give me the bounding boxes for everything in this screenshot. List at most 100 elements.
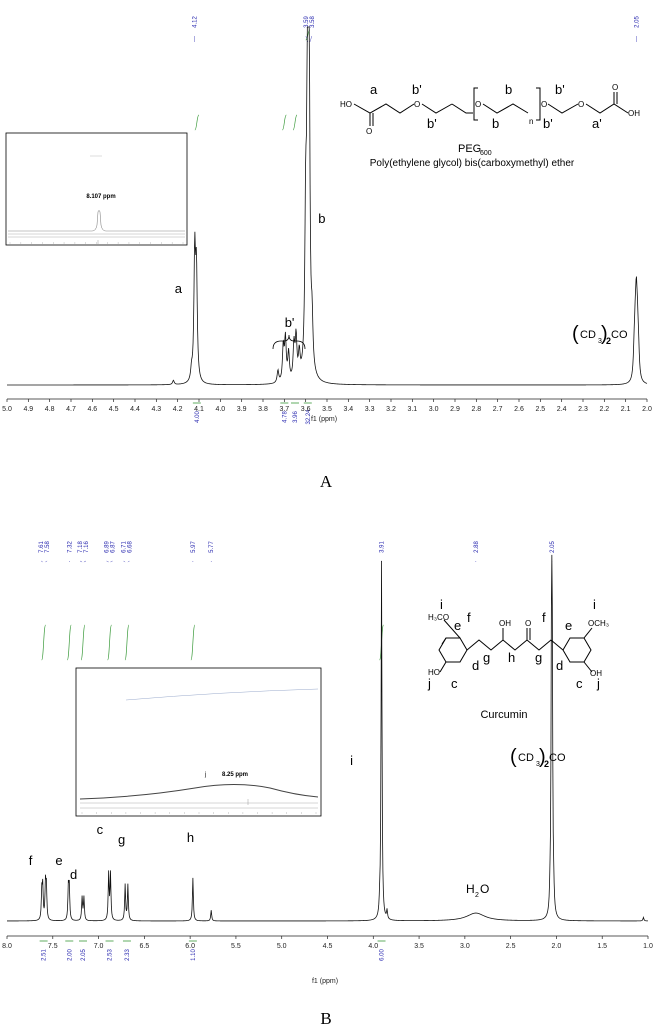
assignment-label: f: [29, 853, 33, 868]
integral-curve: [190, 624, 196, 661]
svg-text:b': b': [555, 82, 565, 97]
peak-label: 2.05: [550, 541, 556, 553]
peak-label: 2.05: [634, 16, 640, 28]
water-label: H 2 O: [466, 882, 489, 899]
x-tick-label: 4.0: [215, 406, 225, 413]
svg-text:O: O: [480, 882, 489, 896]
x-tick-label: 4.2: [173, 406, 183, 413]
integral-curve: [292, 114, 298, 131]
svg-text:2: 2: [606, 336, 611, 346]
svg-text:8.25 ppm: 8.25 ppm: [222, 772, 248, 778]
x-tick-label: 5.0: [2, 406, 12, 413]
x-tick-label: 2.6: [514, 406, 524, 413]
inset-box: j 8.25 ppm: [75, 667, 322, 817]
svg-text:j: j: [427, 676, 431, 691]
x-tick-label: 4.7: [66, 406, 76, 413]
x-tick-label: 2.7: [493, 406, 503, 413]
svg-text:H: H: [466, 882, 475, 896]
peg600-structure: [353, 87, 629, 126]
peak-label: 4.12: [193, 16, 199, 28]
assignment-label: h: [187, 830, 194, 845]
svg-text:O: O: [612, 83, 618, 92]
svg-text:OH: OH: [628, 109, 640, 118]
peak-label: 5.97: [191, 541, 197, 553]
svg-text:Curcumin: Curcumin: [480, 709, 527, 721]
integral-value: 4.78: [282, 411, 288, 423]
integral-value: 2.33: [125, 949, 131, 961]
svg-text:2: 2: [475, 892, 479, 899]
svg-text:O: O: [578, 100, 584, 109]
assignment-label: e: [55, 853, 62, 868]
x-tick-label: 5.5: [231, 943, 241, 950]
peg600-structure-text: HO O O O O O O OH n a b' b b' b' b b' a'…: [340, 82, 640, 169]
x-tick-label: 4.8: [45, 406, 55, 413]
peak-label: 6.89: [105, 541, 111, 553]
assignment-label: d: [70, 867, 77, 882]
svg-text:OH: OH: [590, 669, 602, 678]
svg-text:b: b: [492, 116, 499, 131]
panel-letter: B: [320, 1009, 331, 1028]
assignment-label: b': [285, 315, 295, 330]
solvent-label: ( CD 3 ) 2 CO: [572, 323, 628, 346]
svg-text:O: O: [475, 100, 481, 109]
svg-text:CD: CD: [518, 752, 534, 764]
x-tick-label: 4.0: [368, 943, 378, 950]
svg-text:OH: OH: [499, 619, 511, 628]
peak-label: 3.58: [310, 16, 316, 28]
integral-curve: [107, 624, 112, 661]
svg-text:3: 3: [598, 338, 602, 345]
peak-label-leader: [79, 560, 83, 563]
assignment-label: c: [97, 822, 104, 837]
svg-text:i: i: [593, 597, 596, 612]
x-tick-label: 4.3: [151, 406, 161, 413]
x-axis-label: f1 (ppm): [312, 978, 338, 985]
integral-curves: [194, 29, 310, 131]
x-tick-label: 3.4: [343, 406, 353, 413]
x-tick-label: 3.3: [365, 406, 375, 413]
x-tick-label: 2.0: [642, 406, 652, 413]
svg-text:j: j: [204, 772, 206, 778]
spectrum-line: [7, 554, 649, 922]
peak-label-leader: [127, 560, 130, 563]
integral-value: 4.00: [195, 411, 201, 423]
x-tick-label: 1.0: [643, 943, 653, 950]
peak-label-leader: [309, 35, 313, 43]
x-tick-label: 2.4: [557, 406, 567, 413]
svg-text:h: h: [508, 650, 515, 665]
peak-label: 7.16: [84, 541, 90, 553]
svg-text:a': a': [592, 116, 602, 131]
assignment-label: b: [318, 211, 325, 226]
x-tick-label: 2.1: [621, 406, 631, 413]
peak-label: 3.91: [380, 541, 386, 553]
svg-text:i: i: [440, 597, 443, 612]
curcumin-structure-text: H₃CO HO OH O OCH₃ OH i e f f e i j c d g…: [427, 597, 609, 721]
svg-text:(: (: [572, 323, 579, 345]
svg-text:g: g: [535, 650, 542, 665]
assignment-label: i: [350, 753, 353, 768]
peak-label-leader: [83, 560, 87, 563]
svg-text:): ): [539, 746, 546, 768]
svg-text:HO: HO: [428, 668, 440, 677]
svg-text:600: 600: [480, 150, 492, 157]
x-tick-label: 2.5: [506, 943, 516, 950]
integral-curve: [281, 114, 287, 131]
x-tick-label: 4.4: [130, 406, 140, 413]
integral-curve: [124, 624, 130, 661]
integral-value: 3.96: [293, 411, 299, 423]
x-tick-label: 7.0: [94, 943, 104, 950]
x-tick-label: 2.0: [552, 943, 562, 950]
svg-text:HO: HO: [340, 100, 352, 109]
svg-text:O: O: [414, 100, 420, 109]
x-tick-label: 1.5: [597, 943, 607, 950]
integral-value: 2.51: [42, 949, 48, 961]
peak-label-leader: [110, 560, 113, 563]
integral-value: 6.00: [380, 949, 386, 961]
integral-curve: [41, 624, 46, 661]
spectrum: [7, 554, 649, 922]
x-axis-label: f1 (ppm): [311, 416, 337, 423]
svg-text:j: j: [596, 676, 600, 691]
